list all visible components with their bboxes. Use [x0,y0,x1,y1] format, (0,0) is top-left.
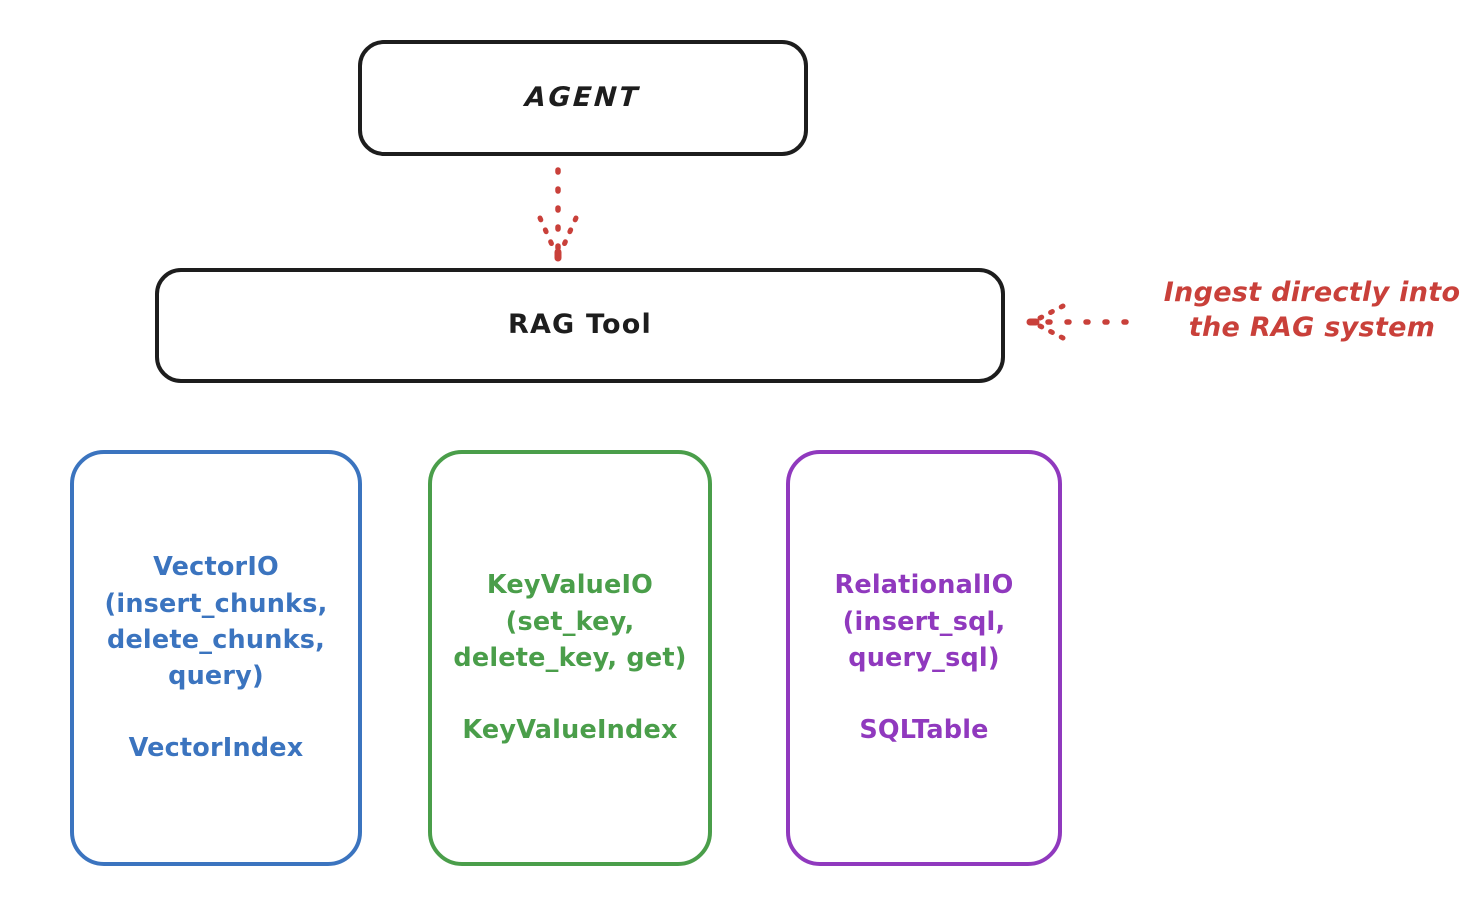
annotation-ingest-line2: the RAG system [1188,311,1436,343]
node-vector-io[interactable]: VectorIO (insert_chunks, delete_chunks, … [70,450,362,866]
node-agent[interactable]: AGENT [358,40,808,156]
annotation-ingest-line1: Ingest directly into [1163,277,1461,308]
node-rag-tool-label: RAG Tool [507,309,653,341]
node-agent-label: AGENT [524,81,642,113]
node-relational-io[interactable]: RelationalIO (insert_sql, query_sql) SQL… [786,450,1062,866]
node-vector-io-label: VectorIO (insert_chunks, delete_chunks, … [104,552,328,764]
node-relational-io-label: RelationalIO (insert_sql, query_sql) SQL… [834,570,1014,746]
node-rag-tool[interactable]: RAG Tool [155,268,1005,383]
node-key-value-io[interactable]: KeyValueIO (set_key, delete_key, get) Ke… [428,450,712,866]
annotation-ingest: Ingest directly into the RAG system [1142,276,1482,345]
edge-agent-to-rag-tool [537,167,579,262]
edge-ingest-to-rag-tool [1026,303,1129,341]
node-key-value-io-label: KeyValueIO (set_key, delete_key, get) Ke… [453,570,687,746]
